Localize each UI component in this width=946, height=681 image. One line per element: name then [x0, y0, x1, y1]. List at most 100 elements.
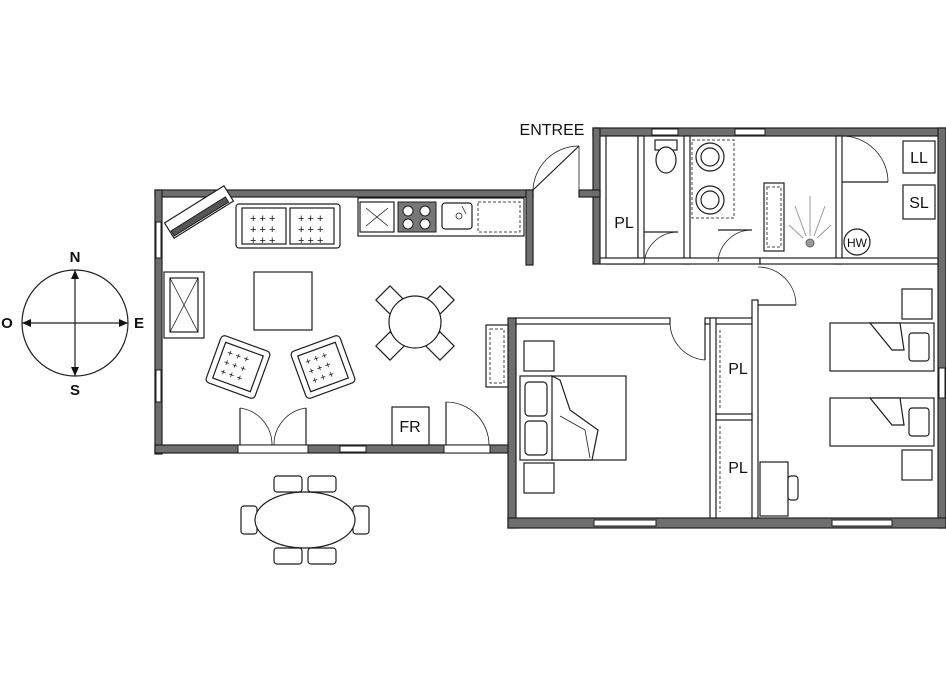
shower-screen: [763, 182, 785, 252]
wall-closet-entry: [605, 135, 639, 265]
kitchen-sink: [441, 202, 473, 230]
exterior-walls: [154, 127, 946, 529]
bedroom-closet-upper-label: PL: [728, 361, 748, 378]
outdoor-chair-nw: [273, 475, 303, 493]
sofa-cushion-right: [289, 207, 335, 245]
coffee-table: [253, 271, 313, 331]
window-bedroom2-south: [831, 519, 893, 527]
sofa-cushion-left: [241, 207, 287, 245]
wall-kitchen-east: [525, 189, 534, 266]
armchair-right: + + ++ + ++ + +: [290, 335, 356, 399]
dryer: [902, 184, 936, 220]
wall-closets-divider: [715, 413, 753, 421]
shower-drain: [805, 238, 815, 248]
stove-fireplace: [163, 271, 205, 339]
compass-south-label: S: [70, 382, 80, 399]
wall-wc-west: [637, 135, 645, 265]
outdoor-table: [254, 491, 356, 549]
wall-bedroom1-west: [507, 317, 517, 529]
bedroom-2: [759, 288, 935, 517]
doors: [237, 135, 889, 454]
wall-bedrooms-south: [507, 517, 946, 529]
wall-entrance-stub: [578, 189, 601, 198]
compass: N S O E: [1, 249, 144, 399]
wall-east: [937, 127, 946, 529]
bed-lower-pillow: [908, 407, 930, 437]
window-living-west-upper: [155, 221, 162, 259]
wall-wc-east: [683, 135, 691, 265]
wc-door-swing: [643, 231, 679, 265]
outdoor-chair-ne: [307, 475, 337, 493]
nightstand-upper: [523, 340, 555, 372]
dryer-label: SL: [909, 195, 929, 212]
compass-west-label: O: [1, 315, 13, 332]
pillow-lower: [524, 420, 548, 456]
wall-closets-west: [709, 317, 717, 519]
sofa-pattern: + + ++ + ++ + + + + ++ + ++ + +: [250, 213, 323, 247]
fridge-box: [391, 406, 430, 446]
patio-door-opening: [237, 444, 309, 454]
patio-door-left-swing: [239, 407, 273, 446]
fridge-label: FR: [399, 419, 420, 436]
shower: [763, 182, 832, 252]
bedroom1-door-swing: [669, 321, 706, 361]
svg-text:+ + +: + + +: [250, 235, 275, 247]
window-bathroom: [734, 128, 766, 136]
outdoor-chair-se: [307, 547, 337, 565]
svg-text:+ + +: + + +: [298, 224, 323, 236]
toilet-bowl: [655, 146, 677, 174]
bathroom-vanity: [691, 139, 735, 219]
bedroom2-door-swing: [757, 266, 797, 306]
outdoor-chair-sw: [273, 547, 303, 565]
desk-top: [759, 461, 789, 517]
bedroom-1: PL PL: [519, 330, 748, 512]
window-wc: [651, 128, 679, 136]
service-block: PL HW: [614, 139, 936, 256]
water-heater: [843, 228, 871, 256]
wall-living-west: [154, 189, 163, 455]
washing-machine: [902, 140, 936, 174]
compass-north-label: N: [70, 249, 81, 266]
single-bed-lower: [829, 397, 935, 447]
water-heater-label: HW: [847, 236, 868, 250]
svg-text:+ + +: + + +: [250, 224, 275, 236]
laundry-door-swing: [841, 135, 889, 183]
tv-screen: [170, 196, 230, 237]
entry-closet-label: PL: [614, 215, 634, 232]
sofa: + + ++ + ++ + + + + ++ + ++ + +: [235, 203, 341, 249]
wall-laundry-west: [835, 135, 843, 265]
entrance-door-swing: [532, 145, 580, 191]
tv: [163, 184, 235, 240]
nightstand-bottom: [901, 449, 933, 481]
patio-door-right-swing: [273, 407, 307, 446]
interior-walls: [515, 135, 939, 519]
desk: [759, 461, 799, 517]
compass-east-label: E: [134, 315, 144, 332]
windows: [155, 128, 946, 527]
shelf-unit: [485, 324, 509, 388]
toilet: [654, 139, 678, 174]
fridge: FR: [391, 406, 430, 446]
wall-service-north: [592, 127, 946, 137]
single-bed-upper: [829, 322, 935, 372]
window-bedroom1-south: [593, 519, 657, 527]
cooktop: [397, 201, 437, 233]
shelf-box: [485, 324, 509, 388]
svg-text:+ + +: + + +: [250, 213, 275, 225]
window-living-south: [339, 445, 367, 453]
window-bedroom2-east: [938, 367, 946, 399]
window-living-west-lower: [155, 369, 162, 403]
wall-bedroom2-west: [751, 299, 759, 519]
entrance-label: ENTREE: [520, 122, 585, 139]
entrance-door-leaf[interactable]: [532, 145, 580, 191]
nightstand-lower: [523, 462, 555, 494]
nightstand-top: [901, 288, 933, 320]
wall-hall-north: [759, 257, 939, 265]
svg-text:+ + +: + + +: [298, 235, 323, 247]
pillow-upper: [524, 381, 548, 417]
double-bed: [519, 375, 627, 461]
round-dining-table: [375, 285, 455, 361]
outdoor-dining: [240, 475, 370, 565]
wall-service-south: [599, 257, 761, 265]
